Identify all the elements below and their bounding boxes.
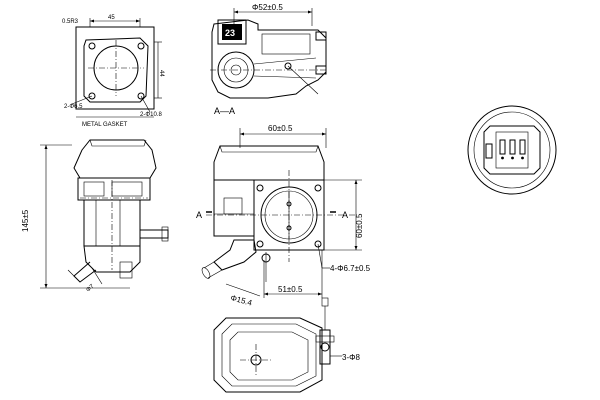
bottom-view: 3-Φ8 (213, 297, 360, 393)
connector-pin-2 (509, 139, 516, 155)
front-hole-tr (314, 184, 322, 192)
gasket-hole-br (137, 92, 145, 100)
connector-text: 23 (225, 28, 235, 38)
side-top-housing (73, 139, 157, 179)
gasket-hole-tr (137, 42, 145, 50)
front-hole-tl (256, 184, 264, 192)
front-top-housing (213, 145, 325, 181)
gasket-corner-dim: 0.5R3 (62, 19, 79, 25)
bottom-bracket-hole (320, 342, 330, 352)
section-mark-left: A (196, 210, 202, 220)
gasket-height-dim: 44 (158, 70, 164, 77)
front-lower-pipe (213, 239, 257, 271)
side-view: 145±5 Φ7 (21, 139, 169, 294)
connector-pin-3 (519, 139, 526, 155)
connector-outer-ring (467, 105, 557, 195)
side-pipe (73, 261, 97, 283)
gasket-width-dim: 45 (108, 15, 115, 21)
section-body-outline (211, 19, 327, 99)
front-pipe-dim: Φ15.4 (229, 293, 253, 308)
gasket-view: 45 0.5R3 44 2-Φ6.5 2-Φ10.8 METAL GASKET (62, 15, 164, 128)
section-label: A—A (214, 106, 235, 116)
side-lower-body (83, 245, 141, 273)
gasket-hole-bl (88, 92, 96, 100)
front-bottom-dim: 51±0.5 (278, 285, 303, 294)
side-nipple (139, 229, 169, 239)
side-height-dim: 145±5 (21, 209, 30, 232)
section-aa-view: Φ52±0.5 23 A—A (210, 3, 328, 116)
front-top-dim: 60±0.5 (268, 124, 293, 133)
front-view: 60±0.5 A A 60±0.5 4-Φ6.7±0.5 (196, 124, 371, 308)
section-bolt-top (315, 31, 327, 41)
section-mark-right: A (342, 210, 348, 220)
connector-pin-1 (499, 139, 506, 155)
gasket-hole-right-dim: 2-Φ10.8 (140, 112, 162, 118)
bottom-outer-outline (213, 317, 323, 393)
front-hole-br (314, 240, 322, 248)
front-actuator-block (213, 179, 255, 237)
gasket-label: METAL GASKET (82, 122, 128, 128)
front-hole-bl (256, 240, 264, 248)
connector-housing (217, 19, 247, 45)
section-diameter-dim: Φ52±0.5 (252, 3, 283, 12)
side-body (77, 177, 151, 201)
front-right-dim: 60±0.5 (355, 213, 364, 238)
gasket-outline (75, 26, 155, 110)
gasket-plate (83, 37, 149, 103)
front-holes-dim: 4-Φ6.7±0.5 (330, 264, 371, 273)
side-diameter-dim: Φ7 (85, 283, 96, 293)
bottom-holes-dim: 3-Φ8 (342, 353, 360, 362)
connector-socket (483, 125, 541, 175)
gasket-hole-left-dim: 2-Φ6.5 (64, 104, 83, 110)
connector-view (467, 105, 557, 195)
gasket-hole-tl (88, 42, 96, 50)
